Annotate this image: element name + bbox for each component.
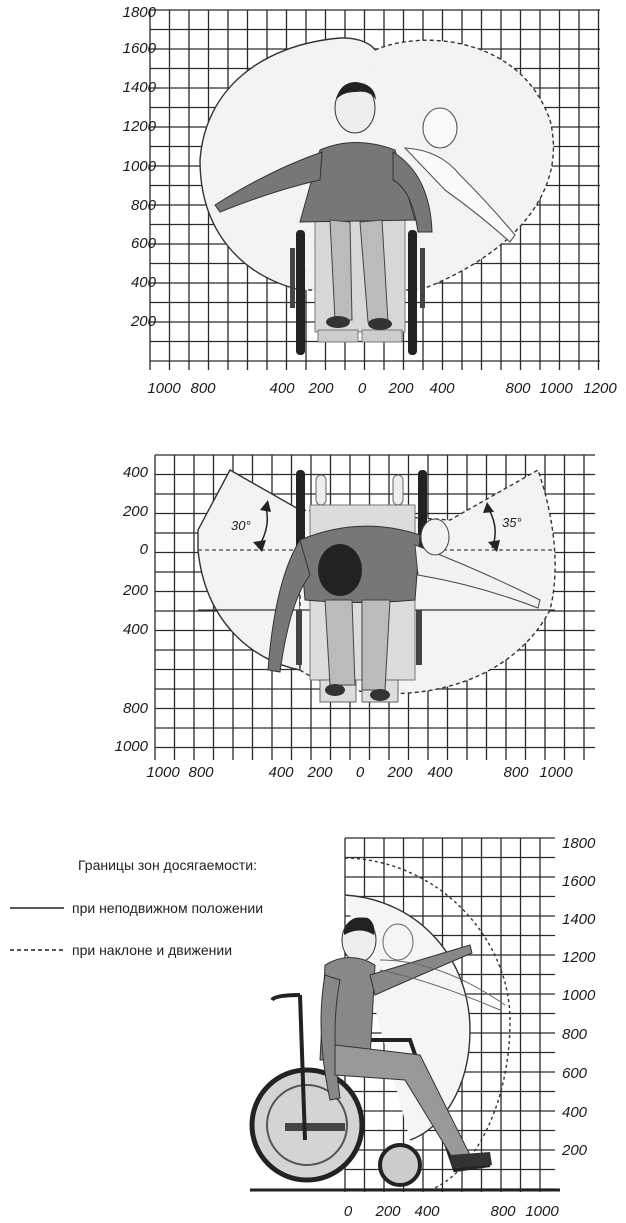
x-tick-label: 800 bbox=[188, 764, 214, 781]
bottom-x-axis: 0 200 400 800 1000 bbox=[344, 1203, 560, 1220]
top-reach-solid-boundary bbox=[199, 37, 376, 291]
middle-panel: 30° 35° 400 200 0 200 400 800 1000 1000 800 400 2… bbox=[115, 454, 595, 781]
top-person-figure bbox=[214, 82, 433, 330]
middle-y-axis: 400 200 0 200 400 800 1000 bbox=[115, 464, 149, 755]
top-y-axis: 1800 1600 1400 1200 1000 800 600 400 200 bbox=[123, 4, 157, 330]
bottom-y-axis: 1800 1600 1400 1200 1000 800 600 400 200 bbox=[561, 835, 596, 1159]
x-tick-label: 0 bbox=[356, 764, 365, 781]
middle-x-axis: 1000 800 400 200 0 200 400 800 1000 bbox=[146, 764, 573, 781]
angle-left-label: 30° bbox=[231, 518, 251, 533]
x-tick-label: 400 bbox=[429, 380, 455, 397]
x-tick-label: 200 bbox=[387, 380, 414, 397]
y-tick-label: 600 bbox=[131, 235, 157, 252]
top-panel: 1800 1600 1400 1200 1000 800 600 400 200 1000 800… bbox=[123, 4, 618, 397]
y-tick-label: 1800 bbox=[562, 835, 596, 852]
y-tick-label: 1400 bbox=[123, 79, 157, 96]
y-tick-label: 200 bbox=[122, 582, 149, 599]
angle-right-label: 35° bbox=[502, 515, 522, 530]
y-tick-label: 1000 bbox=[123, 158, 157, 175]
top-leaning-person-outline bbox=[403, 107, 516, 243]
y-tick-label: 800 bbox=[131, 197, 157, 214]
x-tick-label: 400 bbox=[268, 764, 294, 781]
angle-left-arrow bbox=[253, 540, 266, 552]
y-tick-label: 200 bbox=[130, 313, 157, 330]
x-tick-label: 1000 bbox=[146, 764, 180, 781]
x-tick-label: 1000 bbox=[539, 764, 573, 781]
x-tick-label: 0 bbox=[358, 380, 367, 397]
x-tick-label: 1000 bbox=[525, 1203, 559, 1220]
y-tick-label: 1600 bbox=[123, 40, 157, 57]
legend-dashed-label: при наклоне и движении bbox=[72, 942, 232, 958]
y-tick-label: 200 bbox=[561, 1142, 588, 1159]
y-tick-label: 400 bbox=[123, 621, 149, 638]
bottom-panel: 1800 1600 1400 1200 1000 800 600 400 200 0 200 400… bbox=[249, 835, 596, 1220]
x-tick-label: 800 bbox=[490, 1203, 516, 1220]
legend: Границы зон досягаемости: при неподвижно… bbox=[10, 857, 263, 958]
angle-right-arrow bbox=[488, 540, 500, 552]
y-tick-label: 0 bbox=[140, 541, 149, 558]
bottom-leaning-person-outline bbox=[379, 923, 506, 1011]
y-tick-label: 200 bbox=[122, 503, 149, 520]
y-tick-label: 1400 bbox=[562, 911, 596, 928]
x-tick-label: 200 bbox=[374, 1203, 401, 1220]
angle-right-arrow-top bbox=[483, 502, 494, 513]
y-tick-label: 1000 bbox=[562, 987, 596, 1004]
y-tick-label: 400 bbox=[123, 464, 149, 481]
x-tick-label: 200 bbox=[307, 380, 334, 397]
y-tick-label: 400 bbox=[131, 274, 157, 291]
y-tick-label: 400 bbox=[562, 1104, 588, 1121]
angle-left-arrow-top bbox=[260, 500, 271, 512]
y-tick-label: 1600 bbox=[562, 873, 596, 890]
legend-solid-label: при неподвижном положении bbox=[72, 900, 263, 916]
middle-person-figure bbox=[267, 518, 541, 701]
x-tick-label: 1200 bbox=[583, 380, 617, 397]
top-x-axis: 1000 800 400 200 0 200 400 800 1000 1200 bbox=[147, 380, 617, 397]
y-tick-label: 800 bbox=[562, 1026, 588, 1043]
x-tick-label: 400 bbox=[414, 1203, 440, 1220]
x-tick-label: 1000 bbox=[539, 380, 573, 397]
top-wheelchair bbox=[290, 211, 425, 355]
legend-title: Границы зон досягаемости: bbox=[78, 857, 257, 873]
x-tick-label: 200 bbox=[306, 764, 333, 781]
y-tick-label: 1800 bbox=[123, 4, 157, 21]
y-tick-label: 1000 bbox=[115, 738, 149, 755]
x-tick-label: 800 bbox=[503, 764, 529, 781]
x-tick-label: 1000 bbox=[147, 380, 181, 397]
x-tick-label: 0 bbox=[344, 1203, 353, 1220]
x-tick-label: 800 bbox=[190, 380, 216, 397]
y-tick-label: 1200 bbox=[123, 118, 157, 135]
x-tick-label: 400 bbox=[427, 764, 453, 781]
bottom-person-figure bbox=[319, 917, 492, 1168]
y-tick-label: 1200 bbox=[562, 949, 596, 966]
y-tick-label: 600 bbox=[562, 1065, 588, 1082]
x-tick-label: 200 bbox=[386, 764, 413, 781]
x-tick-label: 400 bbox=[269, 380, 295, 397]
y-tick-label: 800 bbox=[123, 700, 149, 717]
x-tick-label: 800 bbox=[505, 380, 531, 397]
